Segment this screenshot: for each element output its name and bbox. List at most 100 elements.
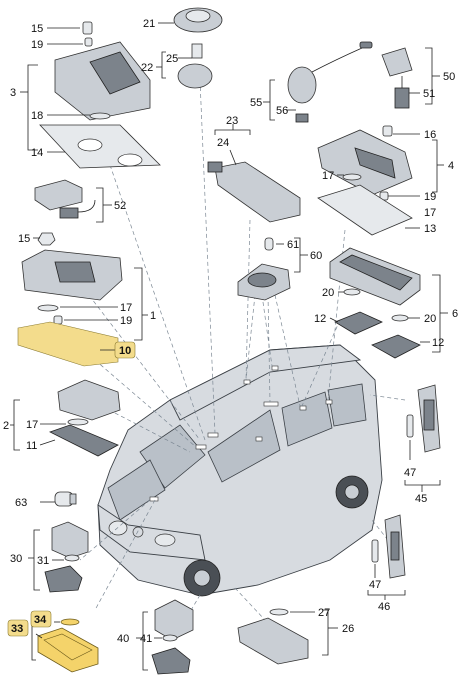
label-56: 56 [276,105,288,117]
module-icon [214,161,301,223]
label-10: 10 [119,345,131,357]
label-20: 20 [322,287,334,299]
connector-icon [191,43,203,59]
label-17: 17 [120,302,132,314]
lens-icon [48,424,119,457]
bulb-icon [269,608,289,616]
door-light-icon [57,379,121,421]
label-31: 31 [37,555,49,567]
label-17: 17 [322,170,334,182]
bulb-icon [64,554,80,562]
label-4: 4 [448,160,454,172]
bulb-icon [264,237,274,251]
module-icon [34,179,83,211]
label-15: 15 [31,23,43,35]
connector-icon [82,21,93,35]
lens-icon [37,627,99,673]
switch-icon [381,47,413,77]
group-4: 16 4 17 19 17 13 [317,125,454,236]
highlight-34 [30,610,52,628]
bulb-icon [89,112,111,120]
van-icon [97,344,383,597]
dashed-leaders [79,79,406,621]
bulb-icon [162,634,178,642]
lens-icon [371,334,421,359]
lens-icon [334,311,383,335]
label-22: 22 [141,62,153,74]
group-33: 34 33 [7,610,99,673]
label-3: 3 [10,87,16,99]
label-19: 19 [31,39,43,51]
label-47: 47 [404,467,416,479]
lens-icon [317,184,413,236]
group-2: 2 17 11 [3,379,121,457]
group-40: 40 41 [117,599,194,675]
label-20: 20 [424,313,436,325]
label-45: 45 [415,493,427,505]
label-23: 23 [226,115,238,127]
group-22: 21 25 22 [141,7,223,89]
bulb-icon [37,304,59,312]
label-61: 61 [287,239,299,251]
group-23: 23 24 [207,115,301,223]
label-27: 27 [318,607,330,619]
group-30: 30 31 [10,521,89,593]
label-21: 21 [143,18,155,30]
group-46: 47 46 [367,514,406,613]
label-34: 34 [34,614,47,626]
label-40: 40 [117,633,129,645]
group-60: 61 60 [237,237,322,301]
label-2: 2 [3,420,9,432]
label-26: 26 [342,623,354,635]
label-17: 17 [424,207,436,219]
label-12: 12 [432,337,444,349]
bulb-icon [84,37,93,47]
group-63: 63 [15,491,77,509]
lens-icon [17,321,119,367]
bulb-icon [391,314,409,322]
bulb-icon [371,539,379,563]
connector-icon [394,87,410,109]
label-13: 13 [424,223,436,235]
bulb-icon [343,288,361,296]
label-41: 41 [140,633,152,645]
bulb-icon [60,618,80,626]
label-30: 30 [10,553,22,565]
group-50: 50 51 [381,47,455,109]
group-1: 17 19 1 10 [17,249,156,367]
label-19: 19 [120,315,132,327]
module-icon [177,63,213,89]
door-light-icon [51,521,89,559]
bulb-icon [67,418,89,426]
group-15: 15 [18,232,56,246]
group-6: 20 12 20 12 6 [314,247,458,359]
connector-icon [59,207,79,219]
bulb-icon [53,315,63,325]
label-47: 47 [369,579,381,591]
label-55: 55 [250,97,262,109]
door-light-icon [154,599,194,641]
label-1: 1 [150,310,156,322]
label-52: 52 [114,200,126,212]
connector-icon [295,113,309,123]
connector-icon [44,565,83,593]
microphone-icon [287,66,317,104]
highlight-10 [114,341,136,359]
bulb-icon [37,232,56,246]
label-6: 6 [452,308,458,320]
label-17: 17 [26,419,38,431]
bulb-icon [406,414,414,438]
connector-icon [207,161,223,173]
group-52: 52 [34,179,126,223]
group-3: 15 19 3 18 14 [10,21,161,169]
label-16: 16 [424,129,436,141]
label-18: 18 [31,110,43,122]
connector-icon [151,647,191,675]
label-63: 63 [15,497,27,509]
door-light-icon [237,617,309,665]
label-15: 15 [18,233,30,245]
label-24: 24 [217,137,229,149]
label-12: 12 [314,313,326,325]
label-50: 50 [443,71,455,83]
